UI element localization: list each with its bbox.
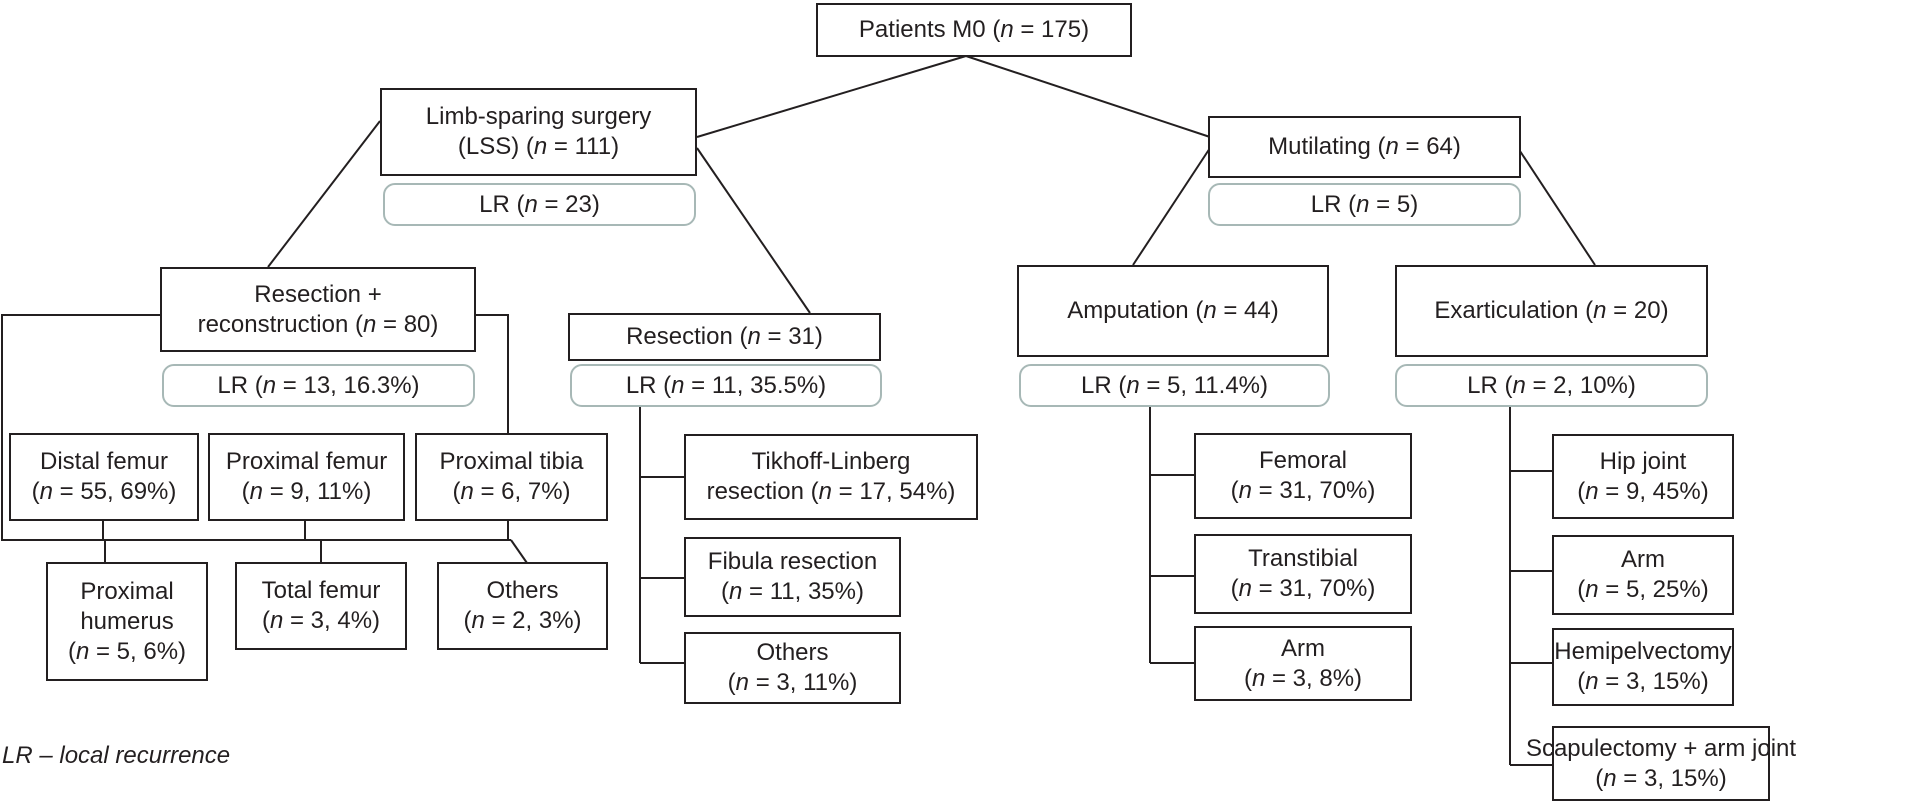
node-text-line: (n = 31, 70%) <box>1230 477 1376 504</box>
amputation-box: Amputation (n = 44) <box>1017 265 1329 357</box>
proximal-femur-box: Proximal femur (n = 9, 11%) <box>208 433 405 521</box>
node-text-line: Hemipelvectomy <box>1554 638 1732 665</box>
amputation-local-recurrence-badge: LR (n = 5, 11.4%) <box>1019 364 1330 407</box>
node-text-line: (n = 6, 7%) <box>452 478 571 505</box>
node-text-line: Total femur <box>261 577 381 604</box>
distal-femur-box: Distal femur (n = 55, 69%) <box>9 433 199 521</box>
mutilating-local-recurrence-badge: LR (n = 5) <box>1208 183 1521 226</box>
transtibial-box: Transtibial (n = 31, 70%) <box>1194 534 1412 614</box>
lss-local-recurrence-badge: LR (n = 23) <box>383 183 696 226</box>
node-text-line: LR (n = 11, 35.5%) <box>625 371 827 399</box>
node-text-line: Tikhoff-Linberg <box>751 448 911 475</box>
resection-box: Resection (n = 31) <box>568 313 881 361</box>
others-reconstruction-box: Others (n = 2, 3%) <box>437 562 608 650</box>
node-text-line: (n = 5, 6%) <box>67 637 187 665</box>
node-text-line: Exarticulation (n = 20) <box>1434 297 1669 324</box>
node-text-line: Proximal femur <box>225 448 388 475</box>
node-text-line: Patients M0 (n = 175) <box>858 16 1090 43</box>
node-text-line: LR (n = 23) <box>479 190 600 218</box>
node-text-line: (n = 3, 11%) <box>727 669 858 696</box>
exarticulation-box: Exarticulation (n = 20) <box>1395 265 1708 357</box>
node-text-line: (n = 5, 25%) <box>1577 576 1709 603</box>
tikhoff-linberg-box: Tikhoff-Linberg resection (n = 17, 54%) <box>684 434 978 520</box>
node-text-line: (n = 3, 15%) <box>1595 764 1727 792</box>
node-text-line: Amputation (n = 44) <box>1067 297 1279 324</box>
node-text-line: reconstruction (n = 80) <box>197 310 439 338</box>
resection-local-recurrence-badge: LR (n = 11, 35.5%) <box>570 364 882 407</box>
node-text-line: LR (n = 5) <box>1310 190 1419 218</box>
node-text-line: humerus <box>80 607 174 635</box>
node-text-line: Hip joint <box>1599 447 1687 475</box>
resection-reconstruction-box: Resection +reconstruction (n = 80) <box>160 267 476 352</box>
total-femur-box: Total femur (n = 3, 4%) <box>235 562 407 650</box>
limb-sparing-surgery-box: Limb-sparing surgery (LSS) (n = 111) <box>380 88 697 176</box>
node-text-line: (n = 55, 69%) <box>31 478 177 505</box>
patients-m0-box: Patients M0 (n = 175) <box>816 3 1132 57</box>
arm-amputation-box: Arm(n = 3, 8%) <box>1194 626 1412 701</box>
node-text-line: Distal femur <box>39 448 169 475</box>
footnote-legend: LR – local recurrence <box>2 742 231 769</box>
node-text-line: LR (n = 2, 10%) <box>1467 371 1636 399</box>
node-text-line: (n = 9, 11%) <box>241 478 372 505</box>
exarticulation-local-recurrence-badge: LR (n = 2, 10%) <box>1395 364 1708 407</box>
node-text-line: Proximal tibia <box>439 448 584 475</box>
node-text-line: Others <box>756 639 829 666</box>
node-text-line: (LSS) (n = 111) <box>457 133 620 160</box>
node-text-line: Fibula resection <box>707 548 878 575</box>
node-text-line: (n = 31, 70%) <box>1230 575 1376 602</box>
node-text-line: resection (n = 17, 54%) <box>706 478 956 505</box>
node-text-line: (n = 2, 3%) <box>463 607 582 634</box>
node-text-line: Resection (n = 31) <box>626 323 823 350</box>
arm-exarticulation-box: Arm (n = 5, 25%) <box>1552 535 1734 615</box>
hemipelvectomy-box: Hemipelvectomy (n = 3, 15%) <box>1552 628 1734 706</box>
others-resection-box: Others (n = 3, 11%) <box>684 632 901 704</box>
node-text-line: Limb-sparing surgery <box>425 103 652 130</box>
scapulectomy-box: Scapulectomy + arm joint(n = 3, 15%) <box>1526 726 1796 801</box>
node-text-line: Femoral <box>1258 447 1348 474</box>
hip-joint-box: Hip joint(n = 9, 45%) <box>1552 434 1734 519</box>
resection-reconstruction-local-recurrence-badge: LR (n = 13, 16.3%) <box>162 364 475 407</box>
node-text-line: (n = 9, 45%) <box>1577 477 1709 505</box>
node-text-line: (n = 11, 35%) <box>721 578 864 605</box>
node-text-line: Transtibial <box>1248 545 1358 572</box>
node-text-line: Scapulectomy + arm joint <box>1525 734 1797 762</box>
node-text-line: Resection + <box>254 280 382 308</box>
fibula-resection-box: Fibula resection (n = 11, 35%) <box>684 537 901 617</box>
node-text-line: Proximal <box>80 577 174 605</box>
proximal-tibia-box: Proximal tibia (n = 6, 7%) <box>415 433 608 521</box>
node-text-line: (n = 3, 8%) <box>1243 664 1363 692</box>
node-text-line: Mutilating (n = 64) <box>1268 133 1461 160</box>
node-text-line: Arm <box>1621 546 1665 573</box>
node-text-line: LR (n = 5, 11.4%) <box>1081 371 1268 399</box>
mutilating-box: Mutilating (n = 64) <box>1208 116 1521 178</box>
node-text-line: Arm <box>1281 634 1325 662</box>
node-text-line: Others <box>486 577 559 604</box>
node-text-line: LR (n = 13, 16.3%) <box>217 371 420 399</box>
node-text-line: (n = 3, 4%) <box>261 607 381 634</box>
femoral-box: Femoral (n = 31, 70%) <box>1194 433 1412 519</box>
node-text-line: (n = 3, 15%) <box>1577 668 1709 695</box>
